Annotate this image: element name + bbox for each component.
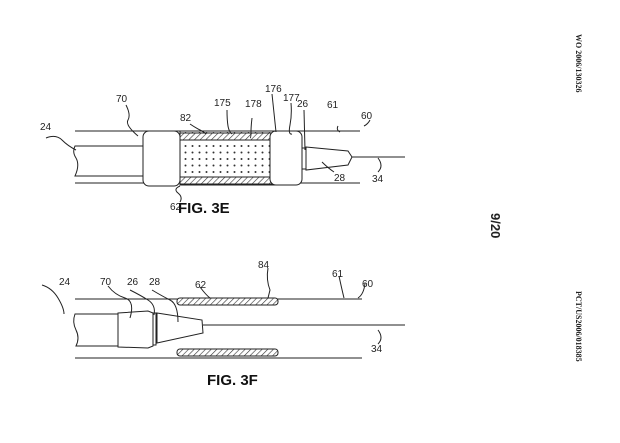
svg-text:70: 70 — [116, 94, 128, 105]
svg-text:70: 70 — [100, 277, 112, 288]
svg-text:26: 26 — [297, 99, 309, 110]
hatched-layer-bottom — [180, 177, 275, 184]
svg-text:24: 24 — [59, 277, 71, 288]
svg-text:24: 24 — [40, 122, 52, 133]
svg-text:61: 61 — [332, 269, 344, 280]
figure-3e-title: FIG. 3E — [178, 200, 230, 217]
graft-bottom — [177, 349, 278, 356]
svg-text:34: 34 — [372, 174, 384, 185]
tip-28 — [306, 147, 352, 170]
part-26 — [302, 148, 306, 169]
svg-text:26: 26 — [127, 277, 139, 288]
shaft-24 — [74, 146, 148, 176]
svg-text:178: 178 — [245, 99, 262, 110]
svg-text:60: 60 — [361, 111, 373, 122]
graft-top — [177, 298, 278, 305]
figure-3f-title: FIG. 3F — [207, 372, 258, 389]
tip-28 — [157, 313, 203, 343]
svg-text:61: 61 — [327, 100, 339, 111]
block-177 — [270, 131, 302, 185]
hatched-layer-top — [180, 133, 275, 140]
svg-text:28: 28 — [334, 173, 346, 184]
svg-text:62: 62 — [195, 280, 207, 291]
block-70 — [118, 311, 153, 348]
figure-3e — [46, 94, 405, 202]
svg-text:60: 60 — [362, 279, 374, 290]
block-70 — [143, 131, 180, 186]
svg-text:28: 28 — [149, 277, 161, 288]
svg-text:175: 175 — [214, 98, 231, 109]
figure-3f — [42, 268, 405, 358]
svg-text:82: 82 — [180, 113, 192, 124]
part-26 — [153, 313, 156, 345]
svg-text:34: 34 — [371, 344, 383, 355]
shaft-24 — [74, 314, 118, 346]
svg-text:84: 84 — [258, 260, 270, 271]
svg-text:176: 176 — [265, 84, 282, 95]
